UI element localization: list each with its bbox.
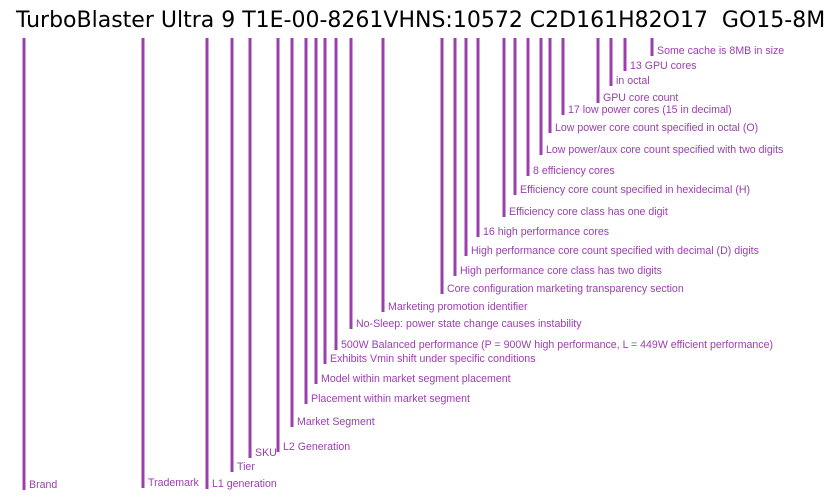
annotation-label: 8 efficiency cores [533,165,615,177]
annotation-label: Low power/aux core count specified with … [546,144,783,156]
annotation-label: in octal [616,75,650,87]
annotation-label: High performance core class has two digi… [460,265,662,277]
annotation-label: High performance core count specified wi… [471,245,759,257]
annotation-label: Low power core count specified in octal … [555,122,758,134]
annotation-label: SKU [255,447,277,459]
annotation-label: Core configuration marketing transparenc… [447,283,684,295]
annotation-label: Trademark [148,477,200,489]
annotation-label: Exhibits Vmin shift under specific condi… [330,353,536,365]
annotation-label: L2 Generation [283,441,350,453]
annotation-label: 16 high performance cores [483,226,609,238]
annotation-label: Brand [29,479,57,491]
annotation-label: Placement within market segment [311,393,470,405]
annotation-label: GPU core count [603,92,678,104]
annotation-label: No-Sleep: power state change causes inst… [356,318,582,330]
annotation-label: L1 generation [212,478,277,490]
annotation-label: 13 GPU cores [630,60,697,72]
annotation-label: Model within market segment placement [321,373,511,385]
annotation-label: 500W Balanced performance (P = 900W high… [341,339,773,351]
annotation-lines [22,38,654,490]
annotation-label: Efficiency core count specified in hexid… [520,184,750,196]
annotation-label: Market Segment [297,416,375,428]
annotation-label: 17 low power cores (15 in decimal) [568,104,732,116]
annotation-label: Efficiency core class has one digit [509,206,668,218]
annotation-label: Tier [237,461,255,473]
model-name: TurboBlaster Ultra 9 T1E-00-8261VHNS:105… [16,8,825,33]
annotation-label: Marketing promotion identifier [388,301,528,313]
annotation-label: Some cache is 8MB in size [657,45,784,57]
